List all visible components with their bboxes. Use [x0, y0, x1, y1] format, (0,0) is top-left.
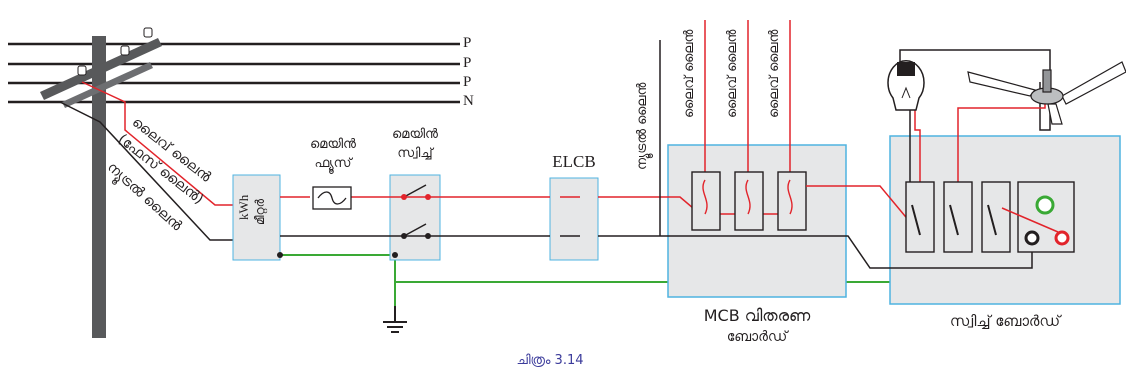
live-line-label-1: ലൈവ് ലൈൻ: [682, 29, 697, 118]
switch-board-label: സ്വിച്ച് ബോർഡ്: [949, 312, 1061, 330]
line-label-p2: P: [463, 55, 472, 71]
bulb-icon: [887, 60, 925, 111]
live-line-label-3: ലൈവ് ലൈൻ: [767, 29, 782, 118]
neutral-line-vertical-label: ന്യൂട്രൽ ലൈൻ: [635, 82, 650, 170]
mcb-board-label-1: MCB വിതരണ: [703, 306, 811, 325]
figure-caption: ചിത്രം 3.14: [516, 353, 584, 368]
elcb-box: [549, 177, 599, 261]
utility-pole-icon: [40, 27, 162, 338]
live-line-label-2: ലൈവ് ലൈൻ: [725, 29, 740, 118]
mcb-breakers: [691, 171, 807, 231]
line-label-n: N: [463, 93, 474, 109]
meter-kwh-label: kWh: [236, 194, 251, 220]
main-switch-label-1: മെയിൻ: [392, 127, 438, 142]
live-drop-wire: [81, 81, 235, 206]
main-switch-box: [389, 174, 441, 261]
socket-icon: [1017, 181, 1075, 253]
main-fuse-label-2: ഫ്യൂസ്: [314, 156, 352, 171]
main-fuse-icon: [312, 186, 352, 210]
neutral-main-wire: [280, 235, 1033, 269]
ceiling-fan-icon: [967, 61, 1126, 125]
earth-symbol: [383, 306, 407, 333]
main-fuse-label-1: മെയിൻ: [310, 137, 356, 152]
main-switch-label-2: സ്വിച്ച്: [397, 146, 433, 161]
line-label-p3: P: [463, 74, 472, 90]
main-switch-icon: [403, 184, 427, 237]
mcb-board-label-2: ബോർഡ്: [726, 329, 788, 345]
meter-word-label: മീറ്റർ: [253, 198, 267, 225]
elcb-label: ELCB: [552, 152, 596, 171]
line-label-p1: P: [463, 35, 472, 51]
energy-meter: [232, 174, 281, 261]
overhead-lines: [8, 42, 460, 104]
light-switches: [905, 181, 1011, 253]
neutral-drop-wire: [59, 101, 235, 241]
